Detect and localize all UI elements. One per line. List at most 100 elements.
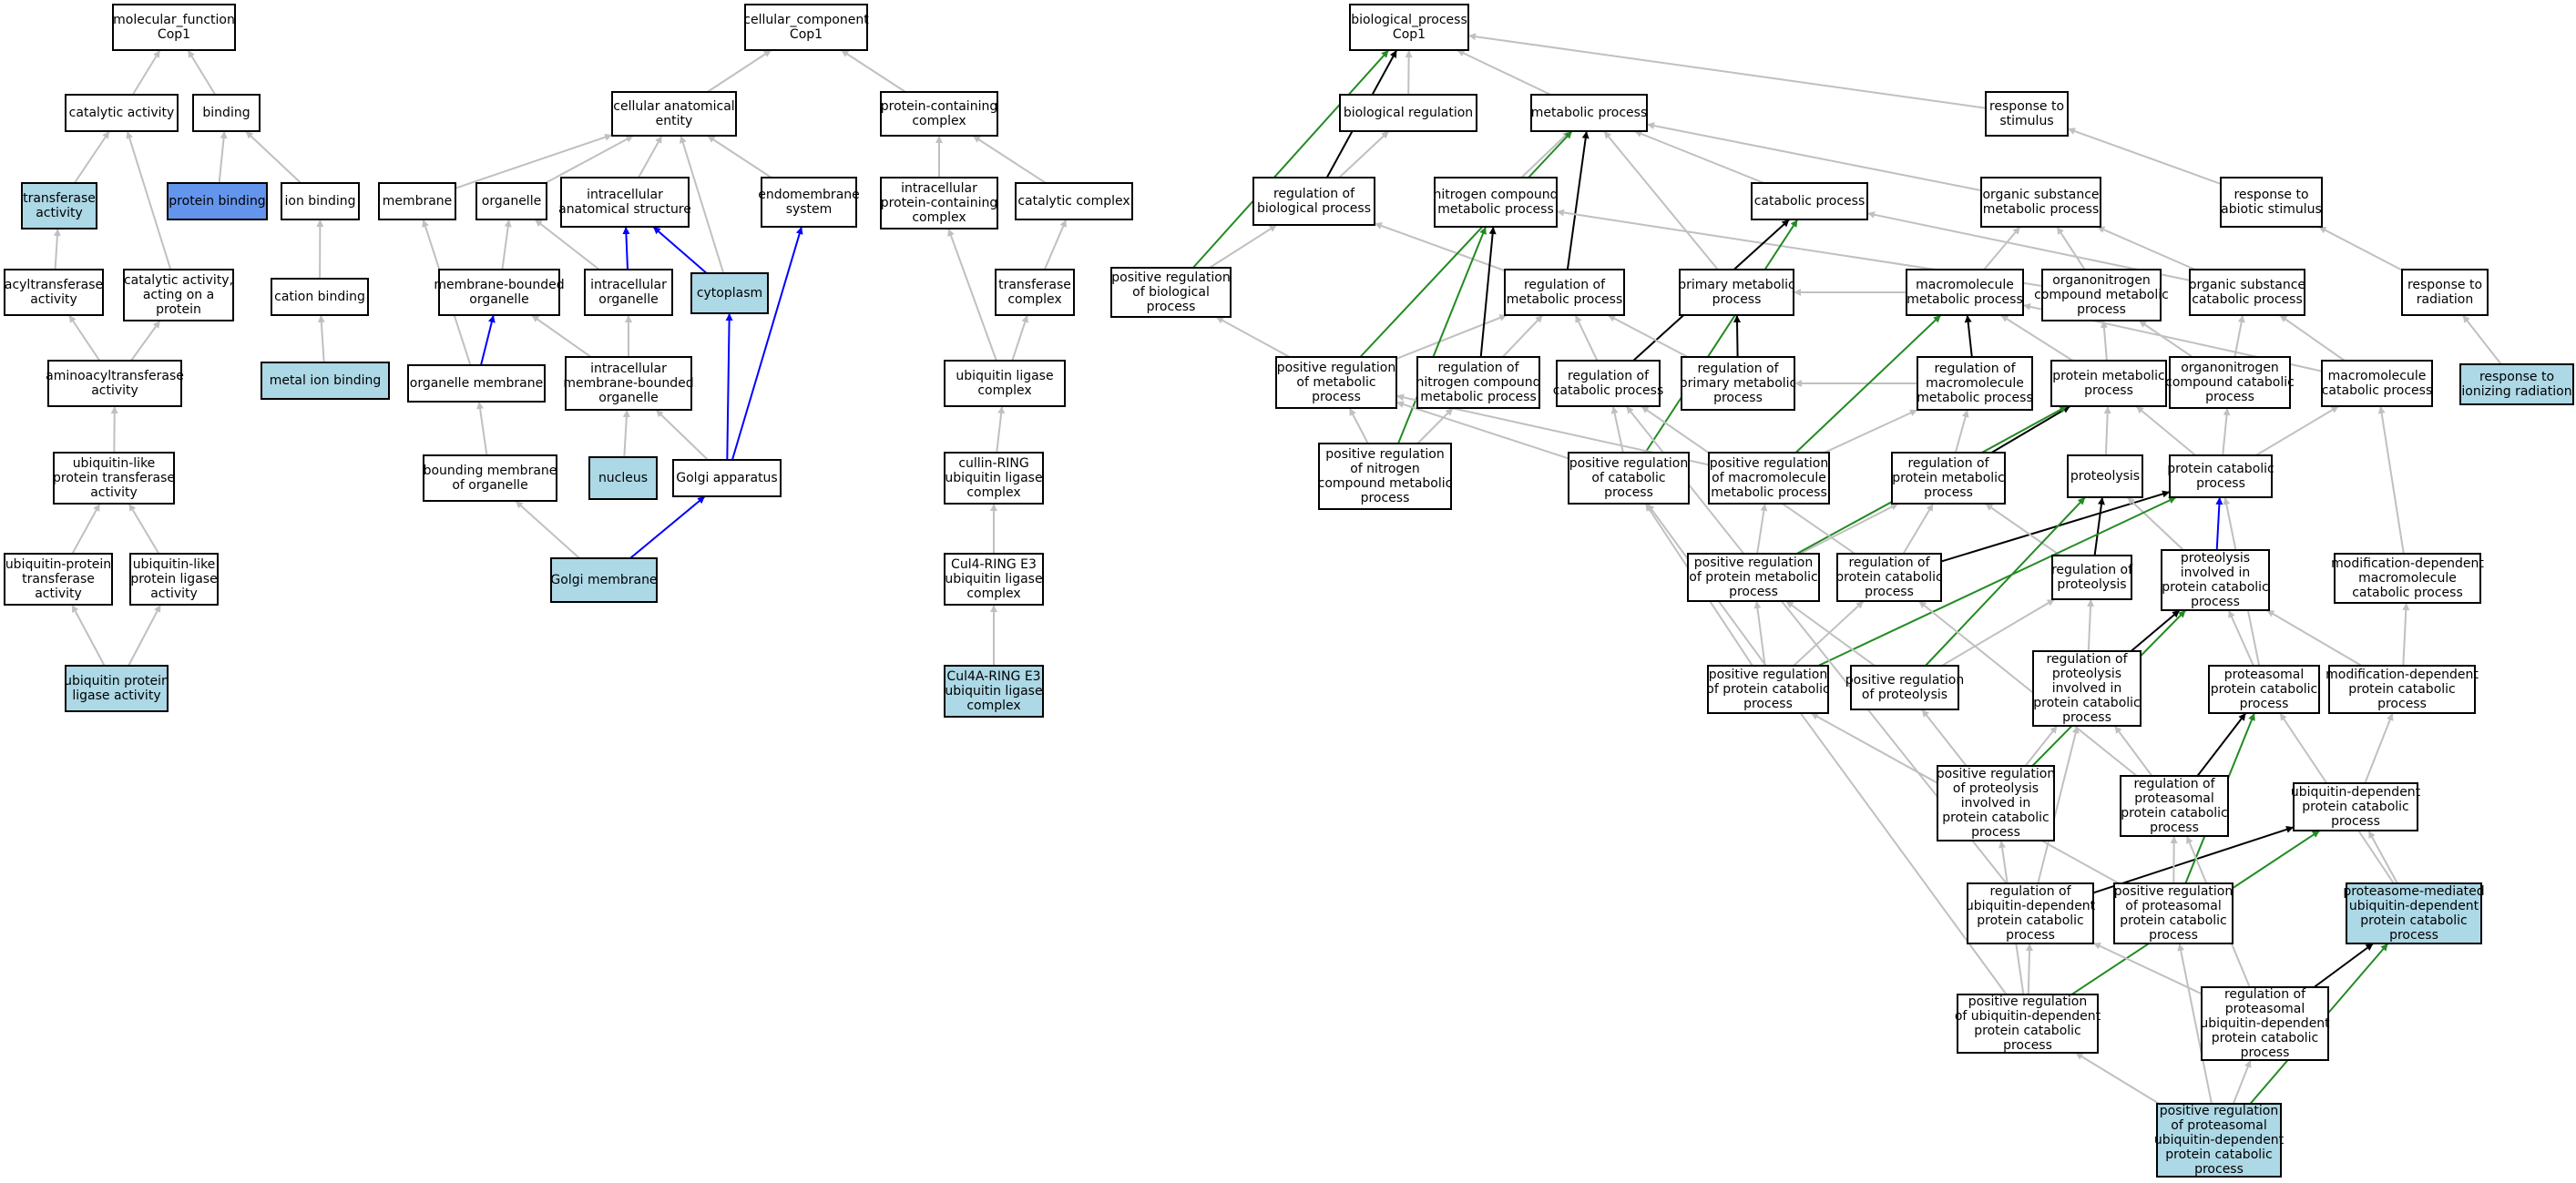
go-term-box (378, 182, 456, 220)
go-term-label: metabolic process (1420, 390, 1537, 404)
go-term-label: process (2389, 928, 2438, 943)
go-term-label: positive regulation (1845, 673, 1964, 688)
relation-edge (679, 135, 725, 274)
go-term-label: membrane-bounded (434, 278, 564, 292)
go-term-box (1836, 553, 1942, 602)
go-term-box (995, 269, 1075, 316)
go-term-label: complex (1007, 292, 1061, 307)
go-term-box (129, 553, 219, 606)
go-term-label: catabolic process (2352, 586, 2463, 600)
relation-edge (2177, 943, 2213, 1105)
go-term-label: regulation of (2224, 987, 2306, 1002)
relation-edge (1753, 600, 1766, 667)
go-term-label: aminoacyltransferase (46, 369, 184, 383)
relation-edge (655, 409, 709, 461)
go-term-box (438, 269, 560, 316)
go-term-label: protein catabolic (2212, 1031, 2319, 1045)
relation-edge (2279, 314, 2346, 362)
go-term-label: of proteolysis (1862, 688, 1947, 702)
go-term-box (1985, 91, 2069, 137)
go-term-box (2050, 360, 2167, 407)
go-term-label: intracellular (587, 188, 663, 202)
go-term-box (4, 269, 104, 316)
go-term-label: binding (202, 106, 250, 120)
relation-edge (67, 314, 101, 362)
relation-edge (1733, 314, 1742, 358)
relation-edge (455, 133, 613, 189)
go-term-label: process (2377, 697, 2427, 711)
go-term-label: process (2084, 383, 2133, 398)
go-term-label: Golgi apparatus (676, 471, 777, 485)
relation-edge (1043, 219, 1068, 270)
go-term-label: positive regulation (1937, 767, 2055, 781)
go-term-box (2208, 665, 2320, 714)
relation-edge (2096, 226, 2196, 270)
go-term-box (407, 364, 546, 403)
relation-edge (1416, 407, 1454, 444)
go-term-label: protein catabolic (1835, 570, 1943, 585)
go-term-label: involved in (1961, 796, 2031, 811)
go-term-label: regulation of (1934, 362, 2016, 376)
go-term-label: ubiquitin-dependent (1966, 899, 2096, 913)
go-term-label: metabolic process (1437, 202, 1554, 217)
go-term-label: process (2191, 595, 2240, 609)
relation-edge (480, 314, 496, 366)
go-term-label: molecular_function (113, 13, 235, 27)
go-term-box (944, 553, 1044, 606)
go-term-box (1917, 356, 2033, 411)
go-term-box (2321, 360, 2433, 407)
relation-edge (128, 503, 160, 555)
go-term-label: protein catabolic (2162, 580, 2269, 595)
go-term-label: metal ion binding (270, 373, 382, 388)
go-term-label: metabolic process (1983, 202, 2100, 217)
go-term-box (2334, 553, 2481, 604)
go-term-box (560, 177, 690, 228)
go-term-label: membrane-bounded (563, 376, 693, 391)
go-term-label: proteasomal (2134, 791, 2214, 806)
go-term-label: process (2150, 821, 2199, 835)
go-term-label: Golgi membrane (550, 573, 657, 587)
relation-edge (2234, 314, 2245, 358)
go-term-box (1957, 994, 2099, 1054)
go-term-node: cation binding (271, 278, 369, 316)
go-term-box (2220, 177, 2323, 228)
go-term-box (565, 356, 692, 411)
relation-edge (707, 49, 772, 93)
go-term-label: protein-containing (881, 99, 997, 114)
relation-edge (71, 604, 106, 667)
go-term-label: of protein catabolic (1706, 682, 1829, 697)
go-term-box (2169, 454, 2273, 498)
go-term-label: of proteolysis (1953, 781, 2039, 796)
go-term-label: transferase (998, 278, 1071, 292)
relation-edge (476, 401, 488, 456)
go-term-label: process (2062, 710, 2111, 725)
relation-edge (2092, 942, 2203, 995)
edge-layer (53, 33, 2502, 1105)
go-term-label: Cul4A-RING E3 (946, 669, 1040, 684)
go-term-box (944, 452, 1044, 505)
relation-edge (2074, 1052, 2160, 1105)
relation-edge (2227, 609, 2254, 667)
go-term-label: positive regulation (1325, 447, 1444, 462)
go-term-box (261, 362, 390, 400)
go-term-box (423, 454, 557, 502)
relation-edge (2056, 226, 2086, 270)
